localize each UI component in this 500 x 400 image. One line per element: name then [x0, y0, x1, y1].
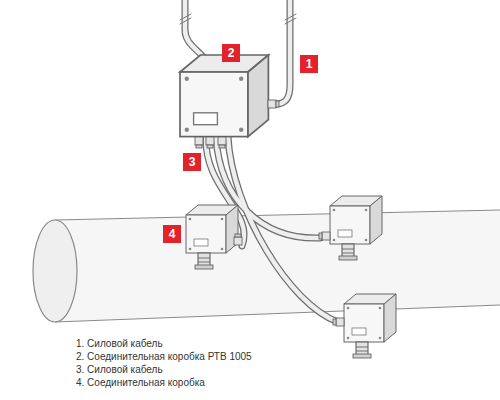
main-junction-box [180, 55, 279, 148]
junction-box [319, 196, 382, 260]
power-cable [180, 0, 338, 322]
callout-number: 4 [163, 225, 181, 243]
legend-note-text: 2. Соединительная коробка РТВ 1005 [76, 351, 252, 363]
junction-box [333, 294, 396, 358]
callout-number: 1 [300, 55, 318, 73]
callout-number: 3 [183, 153, 201, 171]
legend-note-text: 4. Соединительная коробка [76, 377, 205, 389]
junction-box [186, 205, 242, 269]
legend-note-text: 1. Силовой кабель [76, 338, 163, 350]
legend-note-text: 3. Силовой кабель [76, 364, 163, 376]
callout-number: 2 [222, 44, 240, 62]
